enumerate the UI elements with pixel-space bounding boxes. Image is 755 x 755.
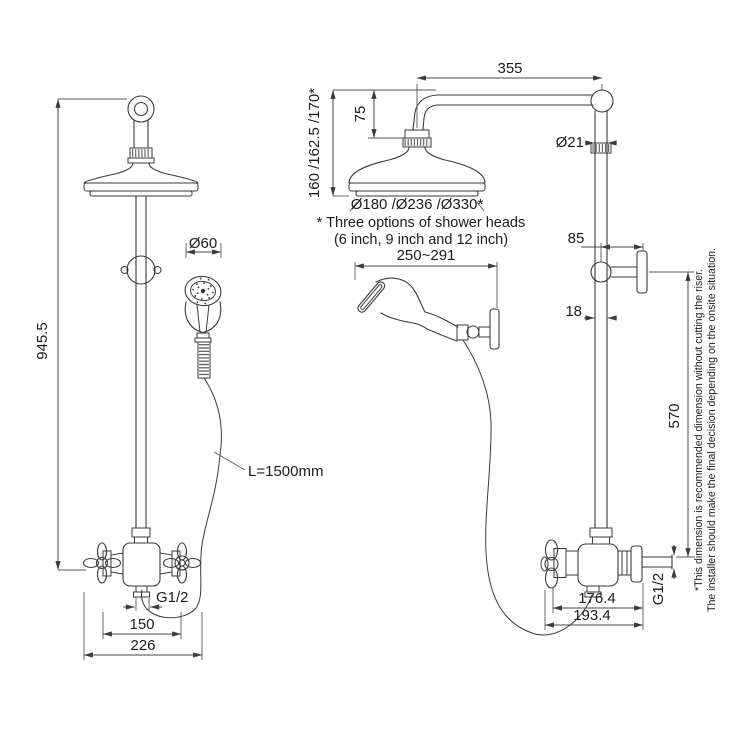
shower-hose-side bbox=[462, 339, 593, 636]
valve-front bbox=[82, 527, 202, 598]
footnote-line1: *This dimension is recommended dimension… bbox=[693, 269, 705, 591]
head-height-options-label: 160 /162.5 /170* bbox=[306, 88, 323, 198]
valve-handle-side bbox=[540, 539, 559, 589]
arm-projection-label: 355 bbox=[497, 60, 522, 77]
fixed-shower-head-side bbox=[348, 129, 486, 197]
riser-pipe-side bbox=[590, 110, 612, 529]
head-diameter-options-label: Ø180 /Ø236 /Ø330* bbox=[351, 196, 484, 213]
bracket-projection-label: 85 bbox=[568, 230, 585, 247]
handset-front bbox=[184, 275, 222, 379]
valve-centre-to-handle-label: 176.4 bbox=[578, 590, 616, 607]
arm-drop-label: 75 bbox=[352, 106, 369, 123]
heads-note-line2: (6 inch, 9 inch and 12 inch) bbox=[334, 232, 508, 248]
shower-hose-front bbox=[141, 377, 222, 619]
fixed-shower-head-front bbox=[83, 162, 199, 197]
overall-height-label: 945.5 bbox=[34, 322, 51, 360]
wall-bracket-side bbox=[590, 250, 648, 294]
inlet-thread-label: G1/2 bbox=[650, 573, 667, 606]
valve-side bbox=[540, 527, 673, 598]
handset-diameter-label: Ø60 bbox=[189, 235, 217, 252]
handset-projection-label: 250~291 bbox=[397, 247, 456, 264]
hose-length-label: L=1500mm bbox=[248, 463, 323, 480]
riser-footnote: *This dimension is recommended dimension… bbox=[693, 248, 718, 612]
handset-side bbox=[357, 277, 500, 350]
valve-overall-width-label: 193.4 bbox=[573, 607, 611, 624]
valve-handle-left bbox=[82, 542, 122, 584]
outlet-thread-label: G1/2 bbox=[156, 589, 189, 606]
front-view-artwork bbox=[82, 95, 222, 619]
wall-bracket-ring bbox=[120, 255, 162, 285]
side-view-artwork bbox=[348, 89, 673, 636]
overall-width-label: 226 bbox=[130, 637, 155, 654]
shower-arm bbox=[412, 89, 614, 131]
riser-lower-diameter-label: 18 bbox=[565, 303, 582, 320]
side-view-dimensions: 355 75 160 /162.5 /170* Ø180 /Ø236 /Ø330… bbox=[306, 60, 694, 630]
valve-handle-right bbox=[162, 542, 202, 584]
bracket-to-valve-label: 570 bbox=[666, 403, 683, 428]
heads-note-line1: * Three options of shower heads bbox=[317, 215, 526, 231]
riser-pipe-front bbox=[135, 195, 147, 529]
footnote-line2: The installer should make the final deci… bbox=[706, 248, 718, 612]
riser-diameter-label: Ø21 bbox=[556, 134, 584, 151]
riser-top-loop bbox=[127, 95, 155, 164]
front-view-dimensions: 945.5 Ø60 L=1500mm G1/2 150 226 bbox=[34, 98, 323, 660]
inlet-centres-label: 150 bbox=[129, 616, 154, 633]
